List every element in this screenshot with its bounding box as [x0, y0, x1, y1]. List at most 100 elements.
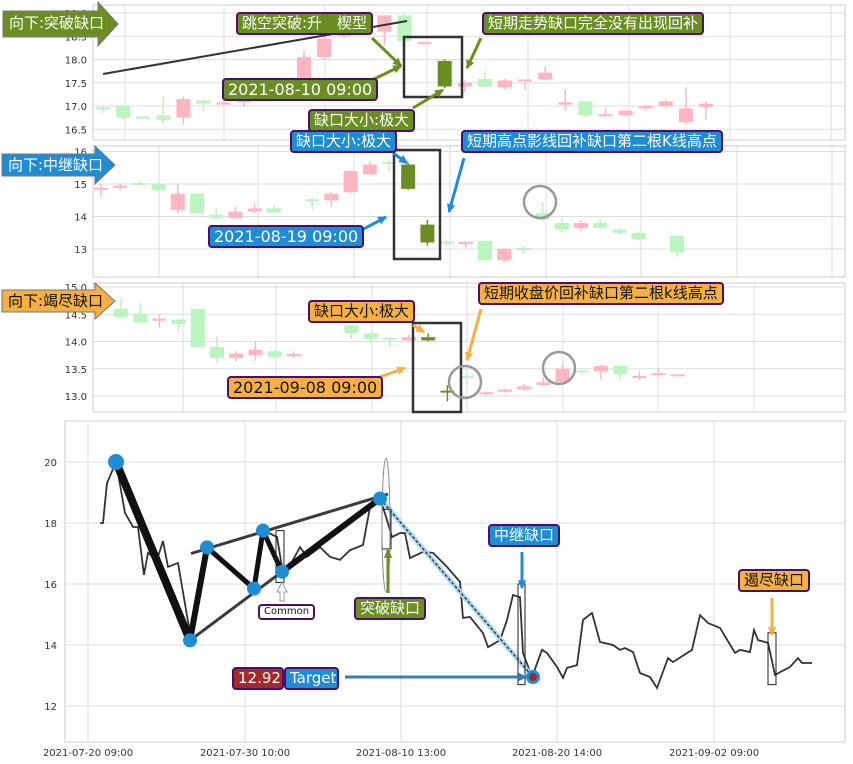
x-tick-label: 2021-08-20 14:00 — [512, 748, 602, 759]
zigzag-segment — [204, 544, 257, 592]
breakaway-gap-label: 突破缺口 — [354, 597, 427, 620]
exhaustion-gap-arrow-head — [767, 627, 777, 637]
highlight-circle — [522, 184, 558, 220]
candle-body — [156, 115, 171, 120]
gap-box — [275, 530, 285, 583]
panel-overview — [64, 420, 846, 743]
zigzag-segment — [260, 528, 285, 575]
y-tick-label: 15.0 — [65, 283, 87, 294]
pivot-point — [256, 523, 270, 538]
candle-body — [439, 241, 454, 244]
exhaustion-banner-text: 向下:竭尽缺口 — [8, 292, 104, 310]
candle-body — [209, 214, 224, 219]
runaway-gap-label: 中继缺口 — [488, 524, 561, 547]
highlight-circle — [541, 350, 577, 386]
y-tick-label: 18.0 — [65, 56, 87, 67]
candle-body — [477, 79, 492, 87]
candle-body — [190, 308, 205, 347]
candle-body — [638, 106, 653, 109]
gap-size-label: 缺口大小:极大 — [308, 300, 416, 323]
runaway-banner-text: 向下:中继缺口 — [8, 156, 104, 174]
candle-body — [266, 208, 281, 213]
fill-arrow — [447, 157, 466, 213]
y-tick-label: 14.5 — [65, 310, 87, 321]
candle-body — [420, 224, 435, 243]
candle-body — [236, 100, 251, 103]
candle-body — [317, 38, 332, 58]
gap-size-label: 缺口大小:极大 — [290, 130, 398, 153]
candle-body — [344, 325, 359, 334]
gap-date-label: 2021-08-10 09:00 — [222, 78, 379, 101]
candle-body — [152, 318, 167, 321]
y-tick-label: 13.5 — [65, 365, 87, 376]
pattern-arrow-head — [392, 57, 402, 67]
candle-body — [113, 185, 128, 188]
candle-body — [363, 333, 378, 339]
candle-body — [440, 390, 455, 393]
candle-body — [402, 337, 416, 341]
panel-runaway — [92, 145, 846, 278]
candle-body — [518, 79, 533, 82]
candle-body — [190, 193, 204, 214]
pivot-point — [373, 491, 387, 506]
size-arrow-head — [398, 155, 408, 164]
candle-body — [670, 236, 684, 253]
candle-body — [210, 346, 224, 358]
candle-body — [618, 110, 633, 116]
highlight-circle — [447, 364, 483, 400]
candle-body — [651, 373, 666, 376]
fill-label: 短期收盘价回补缺口第二根k线高点 — [478, 282, 724, 305]
y-tick-label: 18.5 — [65, 32, 87, 43]
y-tick-label: 20 — [44, 458, 57, 469]
candle-body — [176, 99, 191, 118]
date-arrow-head — [392, 65, 403, 74]
y-tick-label: 14.0 — [65, 338, 87, 349]
candle-body — [594, 366, 608, 372]
candle-body — [497, 249, 512, 261]
pattern-label: 跳空突破:升 楔型 — [236, 12, 374, 35]
gap-date-label: 2021-08-19 09:00 — [208, 225, 365, 248]
candle-body — [228, 211, 243, 219]
candle-body — [574, 370, 589, 373]
candle-body — [324, 193, 339, 201]
candle-body — [116, 106, 131, 118]
candle-body — [171, 319, 186, 325]
candle-body — [631, 232, 646, 240]
candle-body — [458, 241, 473, 245]
fill-label: 短期高点影线回补缺口第二根K线高点 — [461, 130, 723, 153]
candle-body — [377, 15, 392, 32]
size-arrow-head — [434, 89, 444, 98]
candle-body — [593, 223, 608, 228]
gap-size-label: 缺口大小:极大 — [308, 109, 416, 132]
breakaway-gap-arrow-head — [383, 548, 393, 558]
candle-body — [536, 382, 551, 386]
candle-body — [133, 314, 148, 323]
candle-body — [421, 337, 436, 341]
y-tick-label: 18 — [44, 519, 57, 530]
candle-body — [286, 354, 301, 357]
candle-body — [196, 100, 211, 104]
pivot-point — [247, 581, 261, 596]
candle-body — [598, 114, 613, 117]
fill-arrow-head — [466, 59, 475, 70]
y-tick-label: 14 — [74, 213, 87, 224]
candle-body — [578, 101, 593, 116]
candle-body — [699, 103, 713, 107]
candle-body — [401, 164, 416, 189]
fill-arrow-head — [464, 351, 474, 362]
candle-body — [247, 208, 262, 212]
exhaustion-gap-label: 遏尽缺口 — [738, 569, 811, 592]
upper-trendline — [190, 492, 389, 555]
size-arrow-head — [415, 324, 425, 333]
candle-body — [535, 213, 550, 220]
breakaway-gap-ellipse — [381, 457, 391, 593]
candle-body — [516, 248, 531, 250]
breakaway-banner-arrow — [2, 0, 119, 48]
zigzag-segment — [251, 528, 266, 592]
pivot-point — [200, 540, 214, 555]
fill-arrow — [465, 308, 483, 361]
candle-body — [517, 386, 532, 390]
candle-body — [459, 375, 474, 378]
candle-body — [267, 351, 282, 357]
panel-breakaway — [92, 4, 846, 141]
